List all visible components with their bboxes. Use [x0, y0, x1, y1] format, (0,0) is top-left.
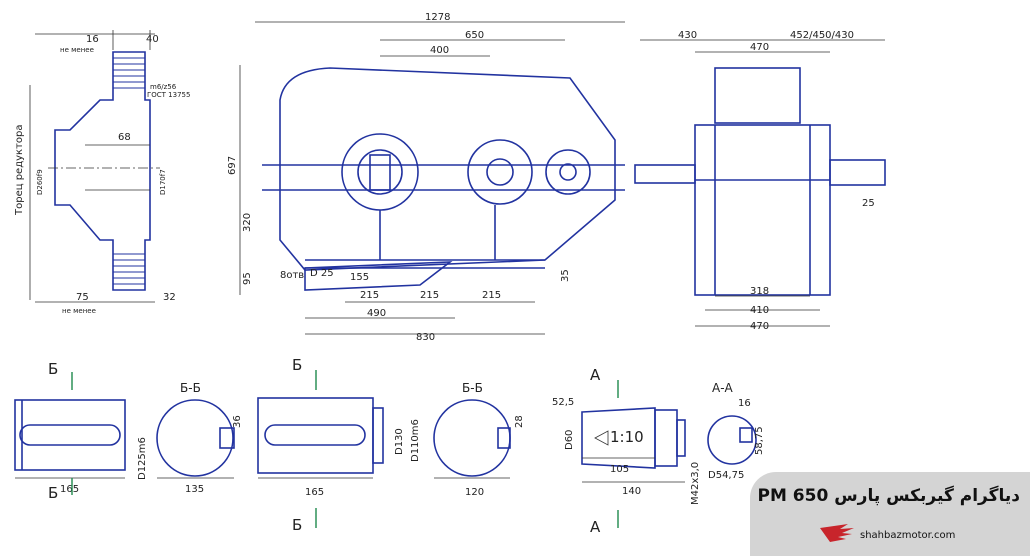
front-dim-95: 95 — [242, 272, 253, 285]
side-dim-410: 410 — [750, 305, 769, 316]
banner-site: shahbazmotor.com — [860, 530, 956, 541]
front-dim-215b: 215 — [420, 290, 439, 301]
front-dim-155: 155 — [350, 272, 369, 283]
side-dim-470-bot: 470 — [750, 321, 769, 332]
cone-sec-d5475: D54,75 — [708, 470, 744, 481]
shaft1-section-label: Б-Б — [180, 381, 201, 395]
front-dim-215c: 215 — [482, 290, 501, 301]
front-dim-1278: 1278 — [425, 12, 450, 23]
coupling-dim-16: 16 — [86, 34, 99, 45]
coupling-nemenee-bot: не менее — [62, 307, 96, 315]
shaft1-label-b-top: Б — [48, 360, 58, 378]
cone-sec-16: 16 — [738, 398, 751, 409]
coupling-gost: ГОСТ 13755 — [147, 91, 190, 99]
coupling-view: 16 40 не менее 68 m6/z56 ГОСТ 13755 D170… — [14, 30, 190, 315]
shaft1-sec-len: 135 — [185, 484, 204, 495]
side-dim-470-top: 470 — [750, 42, 769, 53]
front-dim-400: 400 — [430, 45, 449, 56]
shaft1-label-b-bot: Б — [48, 484, 58, 502]
cone-thread: M42x3,0 — [690, 462, 701, 505]
coupling-dim-32: 32 — [163, 292, 176, 303]
side-dim-318: 318 — [750, 286, 769, 297]
shaft2-len: 165 — [305, 487, 324, 498]
cone-d60: D60 — [564, 430, 575, 450]
front-dim-215a: 215 — [360, 290, 379, 301]
side-view: 430 452/450/430 470 25 318 410 470 — [634, 30, 886, 332]
front-holes: 8отв — [280, 270, 304, 281]
coupling-dim-40: 40 — [146, 34, 159, 45]
front-dim-697: 697 — [227, 156, 238, 175]
shaft-2-view: Б D130 D110m6 165 Б Б-Б 28 120 — [257, 356, 525, 534]
side-dim-25: 25 — [862, 198, 875, 209]
cone-shaft-view: А 52,5 D60 1:10 105 140 M42x3,0 А А-А 16… — [552, 366, 765, 536]
front-dim-320: 320 — [242, 213, 253, 232]
shaft2-dia: D110m6 — [410, 419, 421, 462]
cone-sec-5875: 58,75 — [754, 426, 765, 455]
shaft2-dia-outer: D130 — [394, 428, 405, 455]
coupling-d260: D260f9 — [36, 169, 44, 195]
side-dim-430: 430 — [678, 30, 697, 41]
front-dim-650: 650 — [465, 30, 484, 41]
cone-label-a-top: А — [590, 366, 601, 384]
shaft1-dia: D125m6 — [137, 437, 148, 480]
shaft2-label-b-top: Б — [292, 356, 302, 374]
coupling-dim-75: 75 — [76, 292, 89, 303]
front-dim-830: 830 — [416, 332, 435, 343]
coupling-spline: m6/z56 — [150, 83, 177, 91]
banner-title: دیاگرام گیربکس پارس PM 650 — [757, 486, 1021, 506]
cone-d52: 52,5 — [552, 397, 574, 408]
side-dim-452: 452/450/430 — [790, 30, 854, 41]
cone-label-a-bot: А — [590, 518, 601, 536]
coupling-nemenee-top: не менее — [60, 46, 94, 54]
front-dim-d25: D 25 — [310, 268, 334, 279]
shaft2-label-b-bot: Б — [292, 516, 302, 534]
shaft2-section-label: Б-Б — [462, 381, 483, 395]
coupling-dim-68: 68 — [118, 132, 131, 143]
cone-section-label: А-А — [712, 381, 734, 395]
wing-logo-icon — [820, 524, 854, 542]
shaft2-key: 28 — [514, 415, 525, 428]
coupling-d170: D170f7 — [159, 169, 167, 195]
front-view: 1278 650 400 697 320 95 8отв D 25 155 35… — [227, 12, 625, 343]
cone-ratio: 1:10 — [610, 428, 644, 446]
shaft1-key: 36 — [232, 415, 243, 428]
shaft1-len: 165 — [60, 484, 79, 495]
cone-d140: 140 — [622, 486, 641, 497]
shaft2-sec-len: 120 — [465, 487, 484, 498]
title-banner: دیاگرام گیربکس پارس PM 650 shahbazmotor.… — [750, 472, 1030, 556]
front-dim-490: 490 — [367, 308, 386, 319]
cone-d105: 105 — [610, 464, 629, 475]
front-dim-35: 35 — [560, 269, 571, 282]
coupling-side-label: Торец редуктора — [14, 124, 25, 216]
shaft-1-view: Б D125m6 165 Б Б-Б 36 135 — [14, 360, 243, 502]
